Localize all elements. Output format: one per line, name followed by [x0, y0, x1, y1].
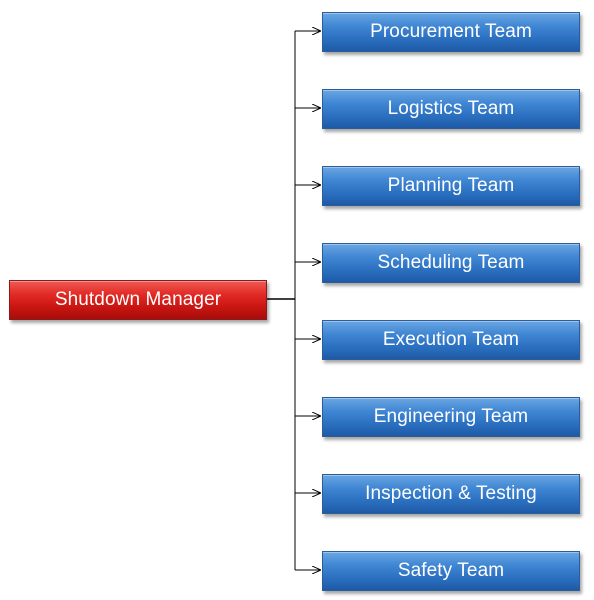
scheduling-team-label: Scheduling Team [377, 252, 525, 273]
engineering-team-label: Engineering Team [373, 406, 529, 427]
shutdown-manager-label: Shutdown Manager [54, 289, 222, 310]
shutdown-manager-box: Shutdown Manager [9, 280, 267, 320]
execution-team-box: Execution Team [322, 320, 580, 360]
planning-team-label: Planning Team [387, 175, 515, 196]
logistics-team-label: Logistics Team [387, 98, 515, 119]
execution-team-label: Execution Team [382, 329, 520, 350]
engineering-team-box: Engineering Team [322, 397, 580, 437]
scheduling-team-box: Scheduling Team [322, 243, 580, 283]
safety-team-box: Safety Team [322, 551, 580, 591]
inspection-testing-label: Inspection & Testing [365, 483, 537, 504]
procurement-team-label: Procurement Team [370, 21, 532, 42]
safety-team-label: Safety Team [397, 560, 505, 581]
inspection-testing-box: Inspection & Testing [322, 474, 580, 514]
logistics-team-box: Logistics Team [322, 89, 580, 129]
planning-team-box: Planning Team [322, 166, 580, 206]
procurement-team-box: Procurement Team [322, 12, 580, 52]
